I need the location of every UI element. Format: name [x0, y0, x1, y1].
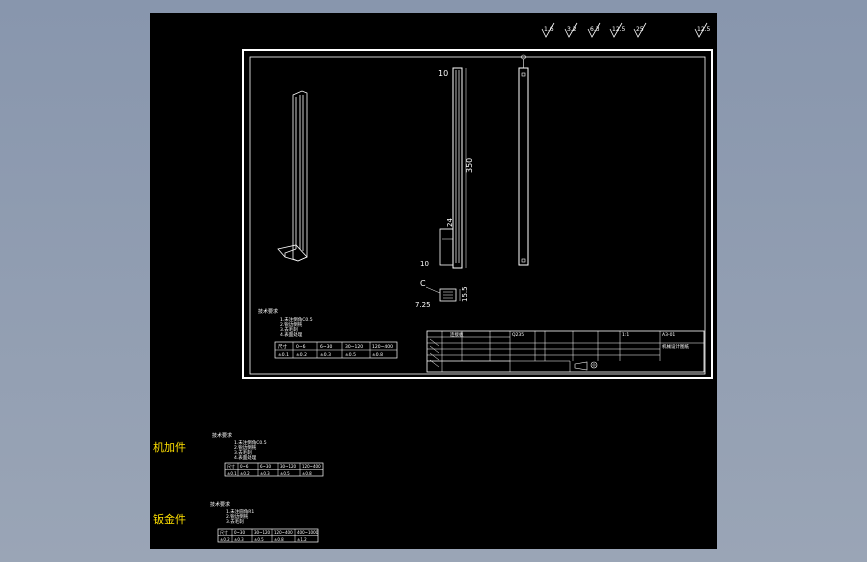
sheet-outer-frame — [242, 49, 713, 379]
table-header-cell: 尺寸 — [227, 463, 235, 469]
table-value-cell: ±0.2 — [240, 471, 250, 476]
table-value-cell: ±0.8 — [274, 537, 284, 542]
table-header-cell: 120~400 — [302, 464, 321, 469]
dim-height: 350 — [465, 158, 474, 173]
machined-note-line: 2.锐边倒钝 — [234, 444, 257, 451]
roughness-symbol-icon: 12.5 — [609, 22, 626, 38]
table-value-cell: ±0.1 — [227, 471, 237, 476]
table-header-cell: 尺寸 — [278, 343, 287, 350]
tech-notes-panel: 技术要求 1.未注倒角C0.5 2.锐边倒钝 3.去毛刺 4.表面处理 尺寸 0… — [258, 308, 398, 359]
roughness-symbol-icon: 25 — [633, 22, 647, 38]
tech-note-line: 2.锐边倒钝 — [280, 321, 303, 328]
roughness-value: 1.6 — [544, 26, 554, 33]
detail-view[interactable]: C 15.5 7.25 — [415, 279, 469, 309]
table-header-cell: 0~6 — [240, 464, 249, 469]
dim-detail-w: 7.25 — [415, 301, 431, 309]
table-header-cell: 6~30 — [320, 344, 332, 350]
drawing-canvas[interactable]: 1.6 3.2 6.3 12.5 25 12.5 — [150, 13, 717, 549]
tolerance-table: 尺寸 0~6 6~30 30~120 120~400 ±0.1 ±0.2 ±0.… — [274, 341, 398, 359]
table-value-cell: ±0.5 — [345, 352, 356, 358]
roughness-value: 6.3 — [590, 26, 600, 33]
projection-symbol-icon — [590, 361, 598, 369]
table-header-cell: 6~30 — [260, 464, 271, 469]
table-header-cell: 120~400 — [274, 530, 293, 535]
table-value-cell: ±0.2 — [220, 537, 230, 542]
sheet-metal-label: 钣金件 — [153, 512, 186, 526]
machined-notes-heading: 技术要求 — [212, 432, 232, 439]
front-view[interactable]: 10 350 24 10 — [420, 67, 474, 269]
tech-notes-heading: 技术要求 — [258, 308, 278, 315]
table-value-cell: ±0.2 — [296, 352, 307, 358]
machined-note-line: 3.去毛刺 — [234, 449, 252, 456]
table-value-cell: ±0.5 — [254, 537, 264, 542]
table-value-cell: ±0.3 — [260, 471, 270, 476]
table-header-cell: 400~1000 — [297, 530, 319, 535]
table-value-cell: ±0.3 — [234, 537, 244, 542]
roughness-symbols: 1.6 3.2 6.3 12.5 25 12.5 — [541, 22, 711, 38]
company-text: 机械设计图纸 — [662, 343, 689, 350]
table-value-cell: ±0.8 — [372, 352, 383, 358]
table-header-cell: 0~6 — [296, 344, 306, 350]
machined-notes-panel: 技术要求 1.未注倒角C0.5 2.锐边倒钝 3.去毛刺 4.表面处理 尺寸 0… — [212, 432, 324, 477]
tech-note-line: 1.未注倒角C0.5 — [280, 316, 313, 323]
table-value-cell: ±0.1 — [278, 352, 289, 358]
sheet-note-line: 3.去毛刺 — [226, 518, 244, 525]
side-view[interactable] — [518, 54, 529, 266]
table-header-cell: 120~400 — [372, 344, 393, 350]
scale-text: 1:1 — [622, 332, 629, 338]
machined-parts-label: 机加件 — [153, 440, 186, 454]
sheet-inner-frame — [249, 56, 706, 375]
roughness-symbol-icon: 6.3 — [587, 22, 601, 38]
roughness-symbol-icon: 3.2 — [564, 22, 578, 38]
drawing-number-text: A3-01 — [662, 332, 675, 338]
roughness-value: 25 — [636, 26, 644, 33]
roughness-value: 12.5 — [697, 26, 711, 33]
table-value-cell: ±1.2 — [297, 537, 307, 542]
detail-label: C — [420, 279, 426, 288]
machined-note-line: 1.未注倒角C0.5 — [234, 439, 267, 446]
table-header-cell: 30~120 — [345, 344, 363, 350]
table-header-cell: 30~120 — [280, 464, 297, 469]
dim-mid: 24 — [446, 218, 454, 227]
roughness-symbol-icon: 12.5 — [694, 22, 711, 38]
sheet-note-line: 1.未注圆角R1 — [226, 508, 254, 515]
cad-drawing: 1.6 3.2 6.3 12.5 25 12.5 — [153, 22, 713, 543]
part-name-text: 连接板 — [450, 331, 464, 338]
table-header-cell: 30~120 — [254, 530, 271, 535]
sheet-note-line: 2.锐边倒钝 — [226, 513, 249, 520]
table-value-cell: ±0.8 — [302, 471, 312, 476]
dim-detail-h: 15.5 — [461, 286, 469, 302]
dim-top-width: 10 — [438, 69, 448, 78]
roughness-value: 12.5 — [612, 26, 626, 33]
sheet-notes-panel: 技术要求 1.未注圆角R1 2.锐边倒钝 3.去毛刺 尺寸 0~30 30~12… — [210, 501, 319, 543]
table-value-cell: ±0.5 — [280, 471, 290, 476]
table-header-cell: 0~30 — [234, 530, 245, 535]
isometric-view[interactable] — [277, 90, 308, 262]
machined-note-line: 4.表面处理 — [234, 454, 257, 461]
table-value-cell: ±0.3 — [320, 352, 331, 358]
material-text: Q235 — [512, 332, 524, 338]
title-block[interactable]: 连接板 Q235 1:1 机械设计图纸 A3-01 — [426, 330, 705, 373]
tech-note-line: 3.去毛刺 — [280, 326, 298, 333]
dim-bottom: 10 — [420, 260, 429, 268]
roughness-value: 3.2 — [567, 26, 577, 33]
tech-note-line: 4.表面处理 — [280, 331, 303, 338]
roughness-symbol-icon: 1.6 — [541, 22, 555, 38]
table-header-cell: 尺寸 — [220, 529, 228, 535]
sheet-notes-heading: 技术要求 — [210, 501, 230, 508]
